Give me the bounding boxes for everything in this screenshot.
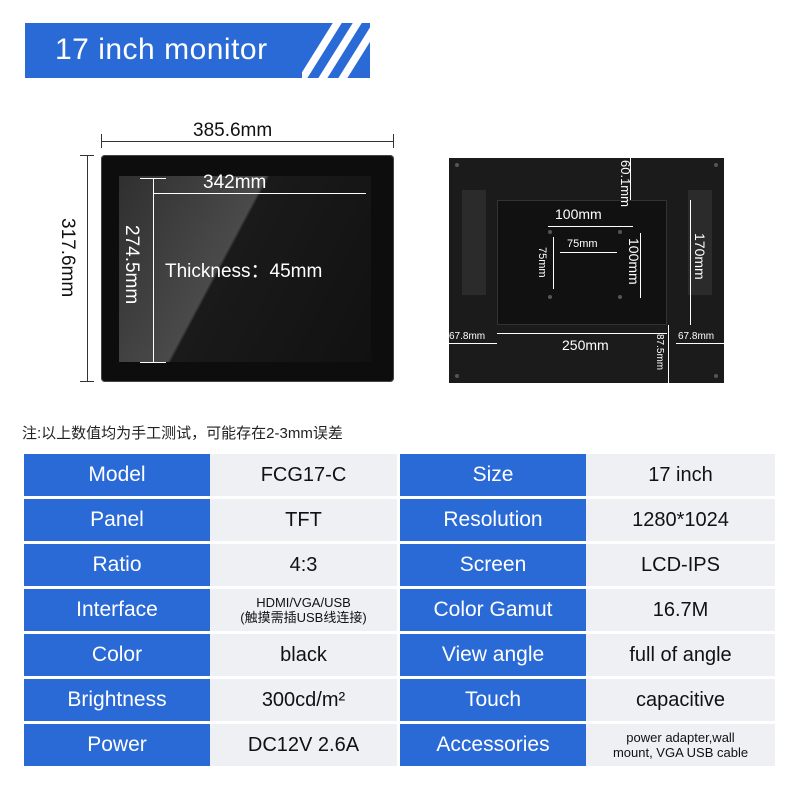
top-margin-label: 60.1mm (618, 160, 633, 207)
interface-value-line2: (触摸需插USB线连接) (240, 610, 367, 625)
spec-row: Model FCG17-C Size 17 inch (24, 454, 775, 496)
spec-label: Size (400, 454, 586, 496)
banner-stripes-decoration (302, 23, 382, 78)
spec-value: DC12V 2.6A (210, 724, 397, 766)
spec-label: Color Gamut (400, 589, 586, 631)
spec-row: Brightness 300cd/m² Touch capacitive (24, 679, 775, 721)
spec-value: 16.7M (586, 589, 775, 631)
spec-value: 4:3 (210, 544, 397, 586)
vesa-inner-line (560, 252, 617, 253)
vesa-inner-label: 75mm (567, 238, 598, 250)
measurement-note: 注:以上数值均为手工测试，可能存在2-3mm误差 (22, 425, 343, 442)
vesa-hole (618, 295, 622, 299)
spec-label: Screen (400, 544, 586, 586)
spec-label: Power (24, 724, 210, 766)
screen-height-tick-bottom (140, 362, 166, 363)
spec-value: black (210, 634, 397, 676)
spec-value: LCD-IPS (586, 544, 775, 586)
accessories-value-line2: mount, VGA USB cable (612, 745, 749, 760)
bottom-margin-label: 87.5mm (654, 334, 665, 371)
front-width-tick-right (393, 134, 394, 148)
screen-height-line (153, 178, 154, 363)
front-width-label: 385.6mm (193, 120, 273, 141)
page-title: 17 inch monitor (55, 33, 268, 66)
right-margin-line (676, 343, 724, 344)
vesa-outer-line (548, 226, 633, 227)
screen-height-tick-top (140, 178, 166, 179)
front-height-tick-bottom (80, 381, 94, 382)
front-height-line (87, 155, 88, 382)
left-margin-label: 67.8mm (449, 331, 486, 342)
vesa-left-line (553, 237, 554, 289)
screen-width-line (153, 193, 366, 194)
vesa-hole (618, 230, 622, 234)
spec-row: Color black View angle full of angle (24, 634, 775, 676)
bottom-width-line (497, 333, 667, 334)
screw-hole (455, 374, 459, 378)
screw-hole (714, 374, 718, 378)
spec-label: Color (24, 634, 210, 676)
panel-height-label: 170mm (692, 233, 708, 280)
spec-row: Interface HDMI/VGA/USB (触摸需插USB线连接) Colo… (24, 589, 775, 631)
panel-height-line (690, 200, 691, 325)
vesa-outer-label: 100mm (555, 206, 602, 222)
spec-label: Model (24, 454, 210, 496)
spec-label: Ratio (24, 544, 210, 586)
spec-label: Accessories (400, 724, 586, 766)
thickness-label: Thickness：45mm (165, 261, 323, 282)
spec-label: View angle (400, 634, 586, 676)
vesa-hole (548, 230, 552, 234)
front-width-tick-left (101, 134, 102, 148)
vesa-hole (548, 295, 552, 299)
monitor-screen (119, 176, 371, 362)
spec-label: Interface (24, 589, 210, 631)
vesa-right-label: 100mm (626, 238, 642, 285)
spec-row: Panel TFT Resolution 1280*1024 (24, 499, 775, 541)
screen-width-label: 342mm (203, 172, 267, 193)
screw-hole (455, 163, 459, 167)
top-margin-line (630, 158, 631, 200)
spec-label: Resolution (400, 499, 586, 541)
front-height-label: 317.6mm (57, 218, 78, 298)
back-panel-cover (497, 200, 667, 325)
left-vent (462, 190, 486, 295)
screen-height-label: 274.5mm (121, 225, 142, 305)
right-margin-label: 67.8mm (678, 331, 715, 342)
spec-value: HDMI/VGA/USB (触摸需插USB线连接) (210, 589, 397, 631)
accessories-value-line1: power adapter,wall (626, 730, 735, 745)
spec-value: 300cd/m² (210, 679, 397, 721)
spec-row: Ratio 4:3 Screen LCD-IPS (24, 544, 775, 586)
spec-value: power adapter,wall mount, VGA USB cable (586, 724, 775, 766)
spec-label: Panel (24, 499, 210, 541)
right-vent (688, 190, 712, 295)
spec-value: capacitive (586, 679, 775, 721)
bottom-width-label: 250mm (562, 337, 609, 353)
spec-label: Touch (400, 679, 586, 721)
bottom-margin-line (668, 325, 669, 383)
spec-value: full of angle (586, 634, 775, 676)
front-height-tick-top (80, 155, 94, 156)
spec-label: Brightness (24, 679, 210, 721)
left-margin-line (449, 343, 497, 344)
spec-value: TFT (210, 499, 397, 541)
spec-row: Power DC12V 2.6A Accessories power adapt… (24, 724, 775, 766)
vesa-left-label: 75mm (536, 247, 548, 278)
spec-value: 1280*1024 (586, 499, 775, 541)
interface-value-line1: HDMI/VGA/USB (256, 595, 351, 610)
vesa-right-line (640, 233, 641, 298)
front-width-line (101, 141, 394, 142)
spec-table: Model FCG17-C Size 17 inch Panel TFT Res… (24, 454, 775, 769)
screw-hole (714, 163, 718, 167)
spec-value: 17 inch (586, 454, 775, 496)
spec-value: FCG17-C (210, 454, 397, 496)
